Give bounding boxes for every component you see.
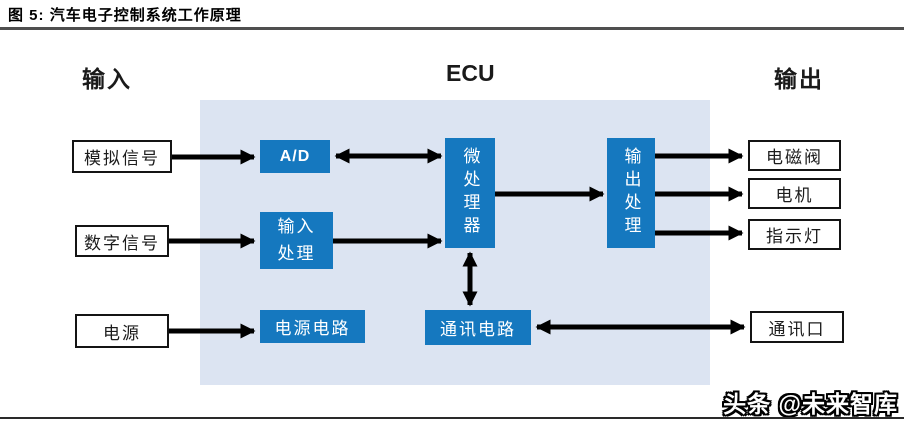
box-motor: 电机 <box>748 178 841 209</box>
watermark: 头条 @未来智库 <box>723 391 898 417</box>
bottom-divider <box>0 417 904 419</box>
title-divider <box>0 27 904 30</box>
box-microprocessor: 微处理器 <box>445 138 495 248</box>
column-header-input: 输入 <box>82 67 132 92</box>
box-solenoid-valve: 电磁阀 <box>748 140 841 171</box>
box-power-supply: 电源 <box>75 314 169 348</box>
figure-title: 图 5: 汽车电子控制系统工作原理 <box>8 4 242 25</box>
figure-label: 图 5: <box>8 7 45 24</box>
box-indicator-light: 指示灯 <box>748 219 841 250</box>
box-input-processing: 输入处理 <box>260 212 333 269</box>
box-comm-circuit: 通讯电路 <box>425 310 531 345</box>
column-header-ecu: ECU <box>446 60 495 86</box>
column-header-output: 输出 <box>774 67 824 92</box>
box-output-processing: 输出处理 <box>607 138 655 248</box>
box-power-circuit: 电源电路 <box>260 310 365 343</box>
box-digital-signal: 数字信号 <box>75 225 169 257</box>
figure-title-text: 汽车电子控制系统工作原理 <box>49 7 242 24</box>
box-comm-port: 通讯口 <box>750 311 844 343</box>
box-analog-signal: 模拟信号 <box>72 140 172 173</box>
box-ad-converter: A/D <box>260 140 330 173</box>
